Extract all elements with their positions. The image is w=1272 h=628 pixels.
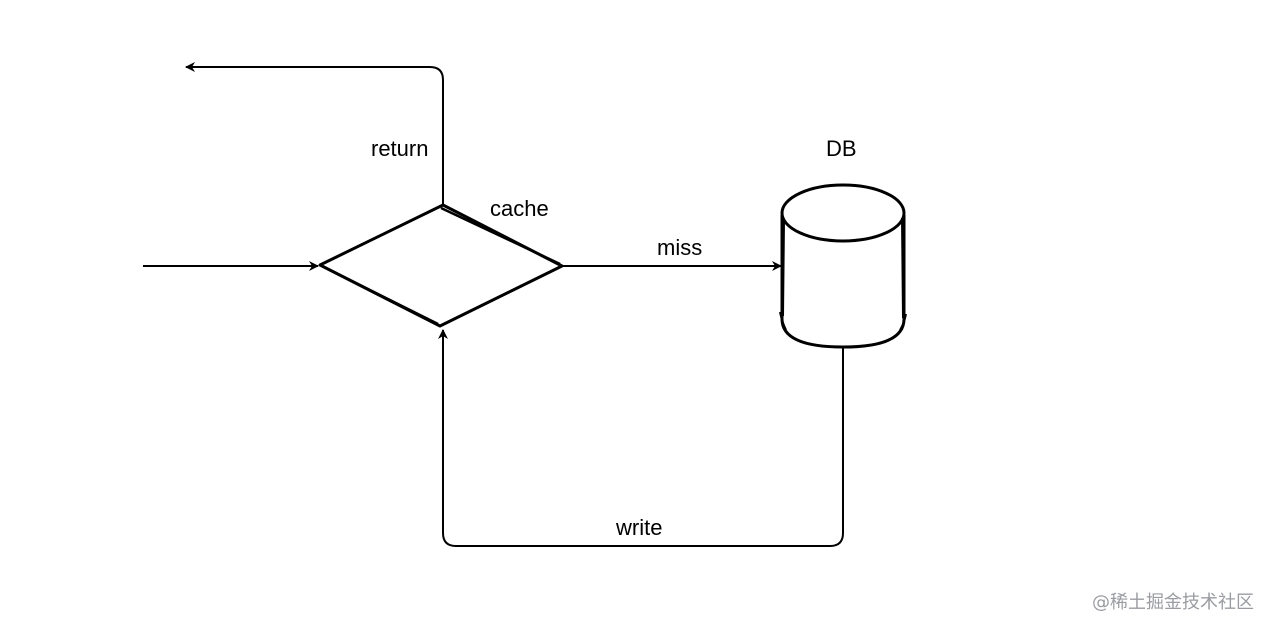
db-cylinder	[779, 183, 907, 349]
return-label: return	[371, 136, 429, 161]
return-arrow	[185, 62, 444, 205]
cache-diamond	[318, 203, 564, 328]
cache-label: cache	[490, 196, 549, 221]
miss-label: miss	[657, 235, 703, 260]
write-arrow	[438, 329, 844, 547]
write-label: write	[616, 515, 663, 540]
db-label: DB	[826, 136, 857, 161]
watermark: @稀土掘金技术社区	[1092, 592, 1254, 613]
